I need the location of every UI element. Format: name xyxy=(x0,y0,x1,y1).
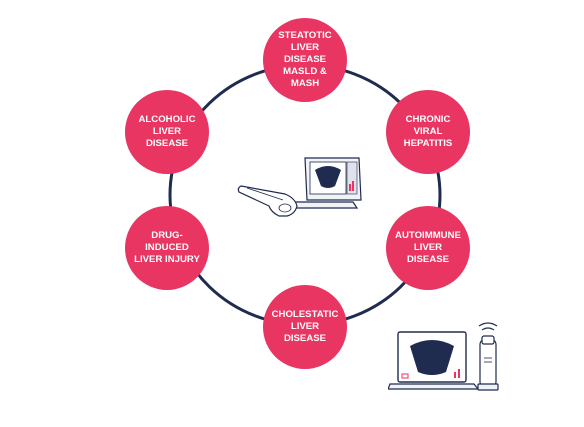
node-drug-induced-liver-injury: DRUG-INDUCED LIVER INJURY xyxy=(125,206,209,290)
node-alcoholic-liver-disease: ALCOHOLIC LIVER DISEASE xyxy=(125,90,209,174)
node-chronic-viral-hepatitis: CHRONIC VIRAL HEPATITIS xyxy=(386,90,470,174)
node-autoimmune-liver-disease: AUTOIMMUNE LIVER DISEASE xyxy=(386,206,470,290)
node-steatotic-liver-disease: STEATOTIC LIVER DISEASE MASLD & MASH xyxy=(263,18,347,102)
laptop-with-probe-icon xyxy=(388,322,499,391)
tablet-with-probe-icon xyxy=(237,157,362,217)
node-cholestatic-liver-disease: CHOLESTATIC LIVER DISEASE xyxy=(263,285,347,369)
